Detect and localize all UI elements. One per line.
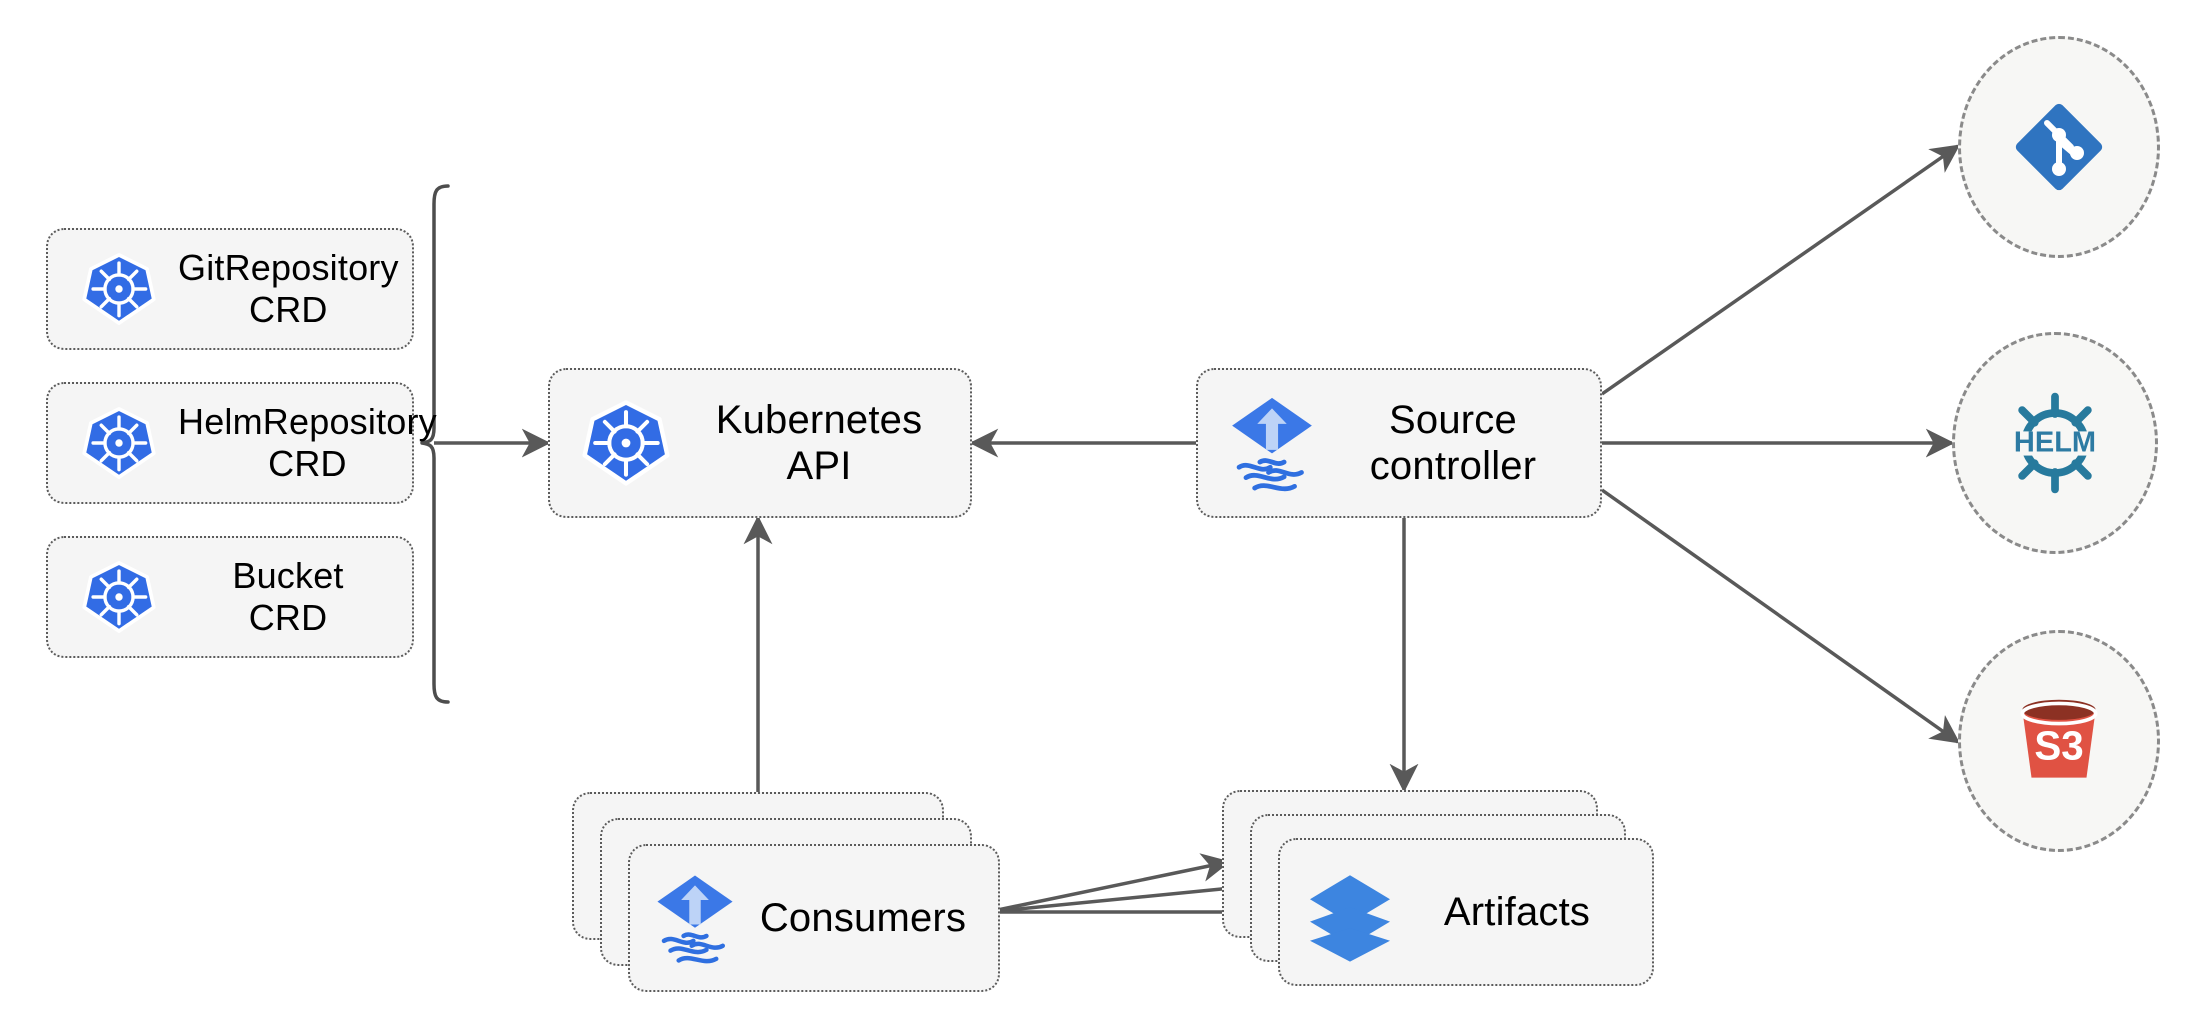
node-label: Artifacts [1443,889,1591,934]
external-source-s3[interactable]: S3 [1958,630,2160,852]
kubernetes-icon [560,399,692,487]
node-kubernetes-api[interactable]: Kubernetes API [548,368,972,518]
crd-card-bucket[interactable]: Bucket CRD [46,536,414,658]
git-icon [2009,97,2109,197]
node-label: Consumers [759,895,967,940]
helm-label: HELM [2014,427,2096,459]
crd-card-label: GitRepository CRD [178,247,399,330]
edge-consumers-to-artifacts-1 [987,853,1231,914]
kubernetes-icon [60,252,178,326]
crd-card-helmrepository[interactable]: HelmRepository CRD [46,382,437,504]
edge-source-controller-to-git [1600,144,1961,396]
external-source-helm[interactable]: HELM [1952,332,2158,554]
edge-source-controller-to-s3 [1600,488,1961,744]
flux-icon [636,869,754,967]
external-source-git[interactable] [1958,36,2160,258]
node-source-controller[interactable]: Source controller [1196,368,1602,518]
edge-consumers-to-artifacts-2 [987,874,1255,914]
helm-icon: HELM [1997,385,2113,501]
crd-card-label: HelmRepository CRD [178,401,437,484]
s3-bucket-icon: S3 [2004,686,2114,796]
node-consumers[interactable]: Consumers [628,844,1000,992]
s3-label: S3 [2034,722,2083,768]
layers-icon [1288,864,1412,962]
kubernetes-icon [60,406,178,480]
node-label: Source controller [1369,397,1537,488]
kubernetes-icon [60,560,178,634]
node-artifacts[interactable]: Artifacts [1278,838,1654,986]
node-label: Kubernetes API [715,397,923,488]
crd-card-gitrepository[interactable]: GitRepository CRD [46,228,414,350]
flux-icon [1204,391,1340,495]
crd-card-label: Bucket CRD [232,555,344,638]
